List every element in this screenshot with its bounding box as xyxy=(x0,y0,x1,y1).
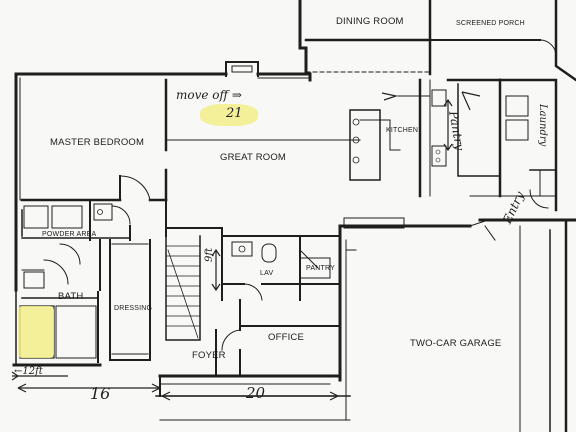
foyer-label: FOYER xyxy=(192,350,226,361)
pantry-label: PANTRY xyxy=(306,265,335,272)
great-room-label: GREAT ROOM xyxy=(220,152,287,163)
kitchen-label: KITCHEN xyxy=(386,127,419,134)
width-12ft-note: ←12ft xyxy=(14,366,43,377)
number-21-note: 21 xyxy=(226,106,243,121)
dressing-label: DRESSING xyxy=(114,305,153,312)
highlight-bath-tub xyxy=(18,306,54,358)
lav-label: LAV xyxy=(260,270,274,277)
dimension-16: 16 xyxy=(90,384,111,403)
bath-label: BATH xyxy=(58,291,84,302)
two-car-garage-label: TWO-CAR GARAGE xyxy=(410,338,502,349)
move-off-note: move off ⇒ xyxy=(176,88,242,102)
office-label: OFFICE xyxy=(268,332,305,343)
dimension-9ft: 9ft xyxy=(204,247,215,262)
dining-room-label: DINING ROOM xyxy=(336,16,404,27)
highlight-great-room-note xyxy=(200,104,258,126)
laundry-handwriting: Laundry xyxy=(537,104,548,147)
powder-area-label: POWDER AREA xyxy=(42,231,97,238)
dimension-20: 20 xyxy=(246,384,266,402)
master-bedroom-label: MASTER BEDROOM xyxy=(50,137,145,148)
screened-porch-label: SCREENED PORCH xyxy=(456,20,525,27)
